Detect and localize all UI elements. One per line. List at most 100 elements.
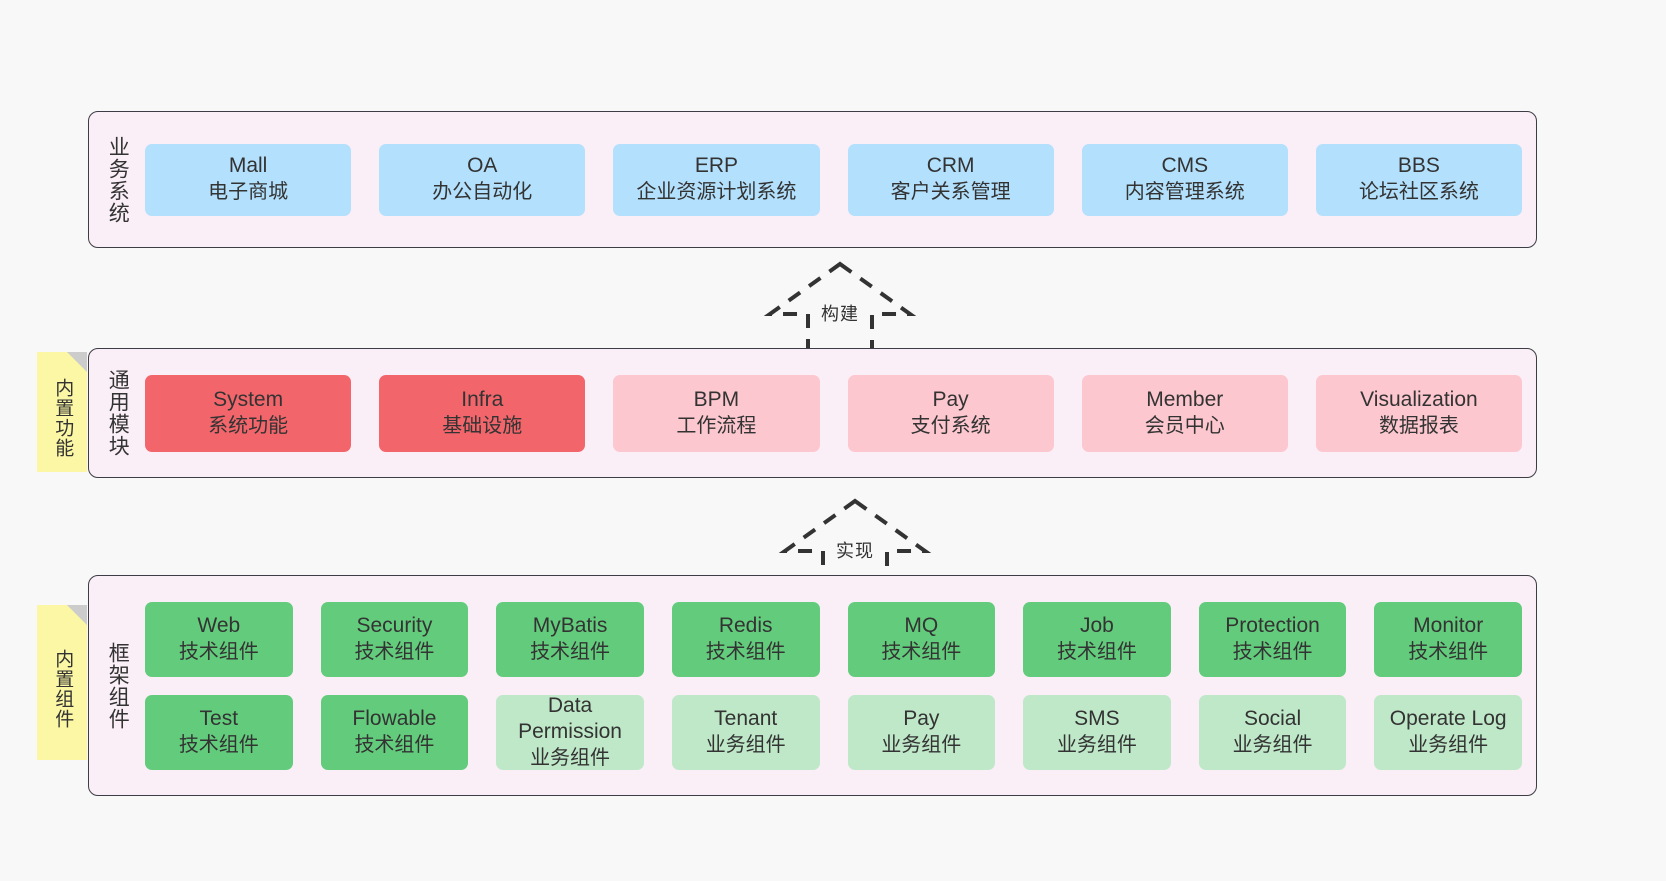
card-oa[interactable]: OA 办公自动化 bbox=[379, 143, 586, 216]
card-flowable[interactable]: Flowable 技术组件 bbox=[320, 694, 469, 770]
note-builtin-function: 内置功能 bbox=[37, 352, 87, 472]
card-job[interactable]: Job 技术组件 bbox=[1023, 601, 1171, 677]
card-desc: 企业资源计划系统 bbox=[636, 181, 797, 204]
arrow-build-label: 构建 bbox=[821, 304, 859, 324]
card-crm[interactable]: CRM 客户关系管理 bbox=[847, 143, 1054, 216]
card-desc: 技术组件 bbox=[354, 733, 435, 756]
card-desc: 电子商城 bbox=[208, 181, 289, 204]
card-social[interactable]: Social 业务组件 bbox=[1198, 694, 1347, 770]
card-sms[interactable]: SMS 业务组件 bbox=[1023, 694, 1171, 770]
card-erp[interactable]: ERP 企业资源计划系统 bbox=[613, 143, 820, 216]
card-data-permission[interactable]: Data Permission 业务组件 bbox=[496, 693, 644, 770]
card-mall[interactable]: Mall 电子商城 bbox=[145, 143, 352, 216]
card-name: MQ bbox=[904, 613, 939, 637]
card-desc: 技术组件 bbox=[1408, 640, 1489, 663]
layer-framework-component: 框架组件 Web 技术组件 Security 技术组件 MyBatis 技术组件… bbox=[88, 575, 1537, 796]
layer-body-common: System 系统功能 Infra 基础设施 BPM 工作流程 Pay 支付系统… bbox=[145, 349, 1536, 477]
card-name: Data Permission bbox=[518, 693, 622, 744]
card-member[interactable]: Member 会员中心 bbox=[1081, 374, 1288, 452]
card-name: BBS bbox=[1397, 154, 1440, 178]
layer-body-framework: Web 技术组件 Security 技术组件 MyBatis 技术组件 Redi… bbox=[145, 576, 1536, 795]
card-name: Social bbox=[1243, 706, 1302, 730]
card-row: Test 技术组件 Flowable 技术组件 Data Permission … bbox=[145, 693, 1522, 770]
note-builtin-component: 内置组件 bbox=[37, 605, 87, 760]
card-desc: 业务组件 bbox=[1408, 733, 1489, 756]
card-name: Pay bbox=[903, 706, 940, 730]
arrow-build: 构建 bbox=[760, 258, 920, 354]
card-desc: 技术组件 bbox=[178, 733, 259, 756]
layer-title-common: 通用模块 bbox=[106, 369, 130, 457]
card-mq[interactable]: MQ 技术组件 bbox=[847, 601, 996, 677]
card-monitor[interactable]: Monitor 技术组件 bbox=[1374, 601, 1522, 677]
card-protection[interactable]: Protection 技术组件 bbox=[1198, 601, 1347, 677]
arrow-realize-label: 实现 bbox=[836, 541, 874, 561]
card-desc: 业务组件 bbox=[881, 733, 962, 756]
card-name: Test bbox=[199, 706, 239, 730]
arrow-realize: 实现 bbox=[775, 495, 935, 591]
card-desc: 办公自动化 bbox=[432, 181, 533, 204]
card-mybatis[interactable]: MyBatis 技术组件 bbox=[496, 601, 644, 677]
card-name: Operate Log bbox=[1389, 706, 1507, 730]
card-name: Job bbox=[1080, 613, 1114, 637]
card-system[interactable]: System 系统功能 bbox=[145, 374, 352, 452]
card-name: Web bbox=[197, 613, 241, 637]
card-desc: 支付系统 bbox=[910, 414, 991, 437]
card-desc: 工作流程 bbox=[676, 414, 757, 437]
card-name: BPM bbox=[693, 387, 740, 411]
card-desc: 业务组件 bbox=[1056, 733, 1137, 756]
card-name: ERP bbox=[694, 154, 739, 178]
card-pay[interactable]: Pay 支付系统 bbox=[847, 374, 1054, 452]
card-name: Protection bbox=[1225, 613, 1320, 637]
card-desc: 技术组件 bbox=[1056, 640, 1137, 663]
card-bpm[interactable]: BPM 工作流程 bbox=[613, 374, 820, 452]
card-name: Tenant bbox=[714, 706, 778, 730]
card-test[interactable]: Test 技术组件 bbox=[145, 694, 293, 770]
card-desc: 会员中心 bbox=[1144, 414, 1225, 437]
layer-business-system: 业务系统 Mall 电子商城 OA 办公自动化 ERP 企业资源计划系统 CRM… bbox=[88, 111, 1537, 248]
card-desc: 业务组件 bbox=[1232, 733, 1313, 756]
note-label: 内置功能 bbox=[52, 378, 74, 458]
card-name: OA bbox=[467, 154, 498, 178]
card-security[interactable]: Security 技术组件 bbox=[320, 601, 469, 677]
layer-title-framework: 框架组件 bbox=[106, 641, 130, 730]
card-desc: 系统功能 bbox=[208, 414, 289, 437]
card-operate-log[interactable]: Operate Log 业务组件 bbox=[1374, 694, 1522, 770]
card-infra[interactable]: Infra 基础设施 bbox=[379, 374, 586, 452]
card-name: System bbox=[213, 387, 284, 411]
card-redis[interactable]: Redis 技术组件 bbox=[671, 601, 820, 677]
card-tenant[interactable]: Tenant 业务组件 bbox=[671, 694, 820, 770]
card-row: System 系统功能 Infra 基础设施 BPM 工作流程 Pay 支付系统… bbox=[145, 374, 1523, 452]
card-cms[interactable]: CMS 内容管理系统 bbox=[1081, 143, 1288, 216]
card-desc: 业务组件 bbox=[530, 746, 611, 769]
card-web[interactable]: Web 技术组件 bbox=[145, 601, 293, 677]
layer-body-business: Mall 电子商城 OA 办公自动化 ERP 企业资源计划系统 CRM 客户关系… bbox=[145, 112, 1536, 247]
card-name: Visualization bbox=[1360, 387, 1478, 411]
card-desc: 技术组件 bbox=[530, 640, 611, 663]
card-name: Flowable bbox=[352, 706, 437, 730]
card-name: Security bbox=[356, 613, 433, 637]
card-desc: 论坛社区系统 bbox=[1358, 181, 1479, 204]
card-desc: 基础设施 bbox=[442, 414, 523, 437]
card-name: Mall bbox=[228, 154, 268, 178]
card-desc: 技术组件 bbox=[1232, 640, 1313, 663]
card-name: Pay bbox=[932, 387, 969, 411]
card-desc: 技术组件 bbox=[705, 640, 786, 663]
card-name: Redis bbox=[718, 613, 773, 637]
card-row: Web 技术组件 Security 技术组件 MyBatis 技术组件 Redi… bbox=[145, 601, 1522, 677]
note-fold-icon bbox=[67, 352, 87, 372]
card-pay-business[interactable]: Pay 业务组件 bbox=[847, 694, 996, 770]
card-visualization[interactable]: Visualization 数据报表 bbox=[1315, 374, 1523, 452]
card-desc: 数据报表 bbox=[1378, 414, 1459, 437]
card-name: SMS bbox=[1074, 706, 1120, 730]
card-bbs[interactable]: BBS 论坛社区系统 bbox=[1315, 143, 1523, 216]
card-desc: 业务组件 bbox=[705, 733, 786, 756]
card-name: CMS bbox=[1161, 154, 1209, 178]
card-desc: 内容管理系统 bbox=[1124, 181, 1245, 204]
card-desc: 技术组件 bbox=[354, 640, 435, 663]
note-label: 内置组件 bbox=[52, 648, 74, 729]
card-name: Infra bbox=[461, 387, 504, 411]
card-name: Monitor bbox=[1413, 613, 1484, 637]
card-desc: 技术组件 bbox=[178, 640, 259, 663]
layer-title-business: 业务系统 bbox=[106, 135, 130, 224]
